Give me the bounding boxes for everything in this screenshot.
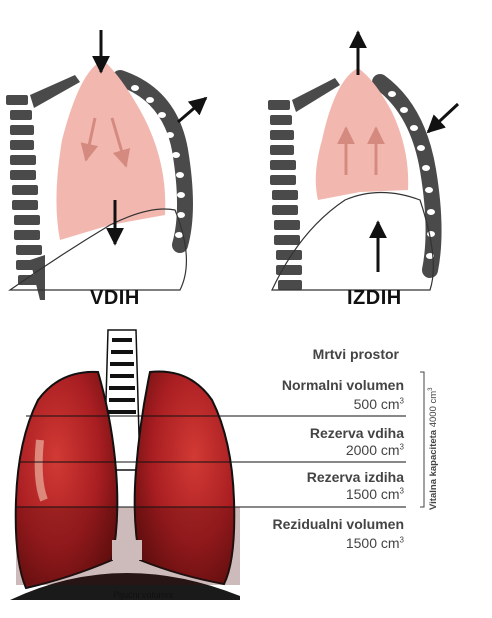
normal-volume-number: 500 cm	[353, 396, 400, 412]
inhale-lung-area	[56, 60, 166, 240]
exhale-diaphragm	[271, 191, 434, 291]
right-lung	[133, 370, 236, 586]
expiratory-reserve-number: 1500 cm	[345, 486, 400, 502]
inhale-diaphragm	[8, 208, 187, 291]
exhale-arrow-side	[426, 102, 460, 134]
exhale-lung-area	[315, 68, 409, 200]
residual-volume-number: 1500 cm	[345, 535, 400, 551]
heart-gap	[112, 540, 142, 560]
exhale-spine	[268, 78, 340, 290]
residual-volume-value: 1500 cm3	[346, 535, 404, 551]
inspiratory-reserve-value: 2000 cm3	[346, 442, 404, 458]
residual-volume-exp: 3	[399, 535, 404, 545]
inhale-rib-holes	[131, 85, 185, 238]
expiratory-reserve-label: Rezerva izdiha	[306, 469, 404, 485]
inhale-label: VDIH	[90, 287, 140, 309]
residual-zone-shade	[16, 507, 240, 585]
lungs-illustration	[10, 329, 240, 600]
inhale-arrow-side	[177, 96, 208, 124]
normal-volume-value: 500 cm3	[354, 396, 404, 412]
exhale-chest	[268, 30, 460, 291]
inhale-spine	[6, 75, 80, 300]
inhale-chest	[6, 30, 208, 300]
vital-capacity-exp: 3	[428, 387, 434, 391]
inhale-rib-arc	[112, 70, 193, 253]
figure-caption: Pljučni volumni	[113, 590, 174, 600]
left-lung-highlight	[34, 439, 48, 502]
inhale-inner-arrow-left	[80, 117, 99, 162]
vital-capacity-bracket	[420, 371, 425, 508]
volume-divider-lines	[16, 415, 406, 508]
dead-space-label: Mrtvi prostor	[312, 346, 399, 362]
inspiratory-reserve-label: Rezerva vdiha	[309, 425, 404, 441]
diaphragm-base	[10, 572, 240, 600]
inspiratory-reserve-exp: 3	[399, 442, 404, 452]
exhale-rib-holes	[388, 91, 435, 259]
inhale-inner-arrow-right	[110, 117, 131, 168]
expiratory-reserve-value: 1500 cm3	[346, 486, 404, 502]
expiratory-reserve-exp: 3	[399, 486, 404, 496]
inspiratory-reserve-number: 2000 cm	[345, 442, 400, 458]
vital-capacity-label: Vitalna kapaciteta 4000 cm3	[428, 387, 439, 510]
normal-volume-exp: 3	[399, 396, 404, 406]
residual-volume-label: Rezidualni volumen	[272, 516, 404, 532]
normal-volume-label: Normalni volumen	[281, 377, 404, 393]
exhale-label: IZDIH	[347, 287, 402, 309]
vital-capacity-title: Vitalna kapaciteta	[428, 429, 440, 510]
trachea-rings	[108, 338, 136, 414]
left-lung	[14, 370, 119, 590]
vital-capacity-number: 4000 cm	[428, 390, 440, 428]
